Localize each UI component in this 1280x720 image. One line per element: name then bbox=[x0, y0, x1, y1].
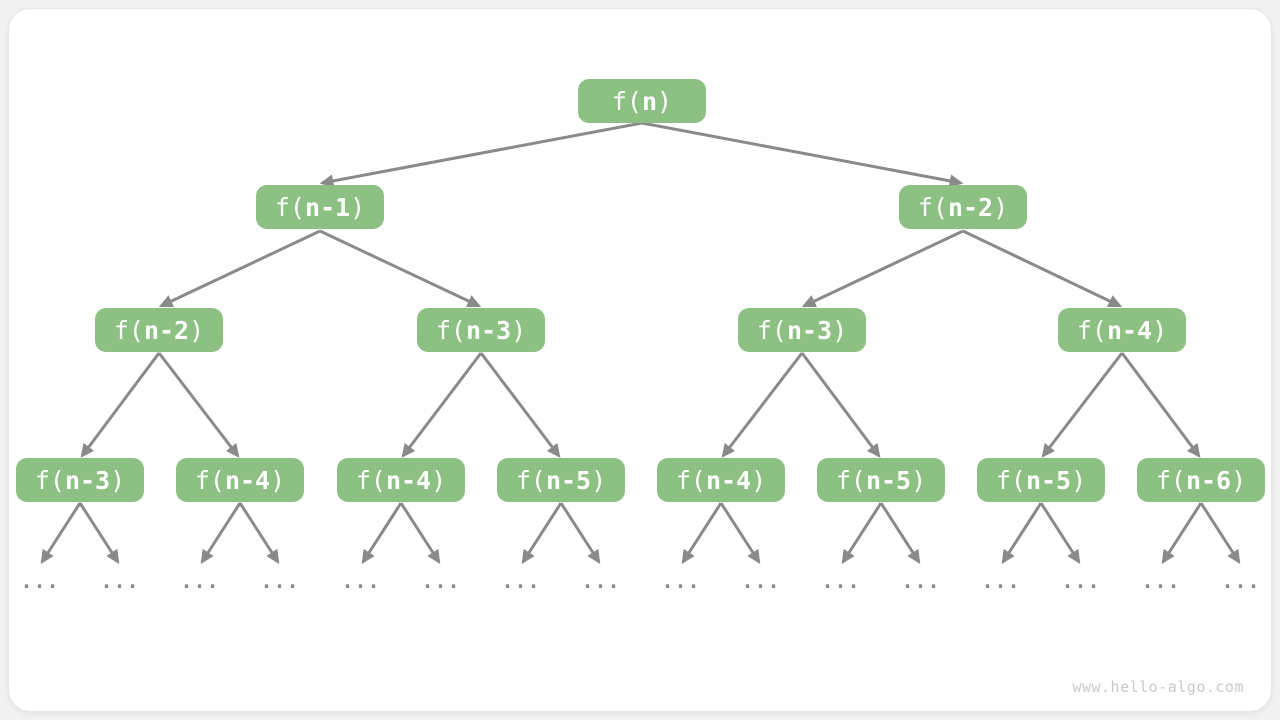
node-text-open: f( bbox=[515, 465, 546, 495]
ellipsis: ... bbox=[981, 569, 1021, 593]
ellipsis: ... bbox=[1141, 569, 1181, 593]
node-text-close: ) bbox=[511, 315, 527, 345]
tree-node: f(n-5) bbox=[497, 458, 625, 502]
node-text-open: f( bbox=[194, 465, 225, 495]
ellipsis: ... bbox=[581, 569, 621, 593]
ellipsis: ... bbox=[1061, 569, 1101, 593]
ellipsis: ... bbox=[341, 569, 381, 593]
node-text-open: f( bbox=[995, 465, 1026, 495]
tree-node: f(n-4) bbox=[337, 458, 465, 502]
ellipsis: ... bbox=[661, 569, 701, 593]
ellipsis: ... bbox=[260, 569, 300, 593]
tree-node: f(n-4) bbox=[176, 458, 304, 502]
node-text-open: f( bbox=[917, 192, 948, 222]
node-text-close: ) bbox=[1071, 465, 1087, 495]
node-text-open: f( bbox=[274, 192, 305, 222]
node-text-open: f( bbox=[113, 315, 144, 345]
node-text-arg: n-2 bbox=[143, 315, 190, 345]
node-text-close: ) bbox=[431, 465, 447, 495]
node-text-close: ) bbox=[350, 192, 366, 222]
ellipsis: ... bbox=[1221, 569, 1261, 593]
node-text-close: ) bbox=[189, 315, 205, 345]
node-text-open: f( bbox=[835, 465, 866, 495]
node-text-arg: n-4 bbox=[224, 465, 271, 495]
ellipsis: ... bbox=[421, 569, 461, 593]
tree-node: f(n-4) bbox=[657, 458, 785, 502]
node-text-arg: n-1 bbox=[304, 192, 351, 222]
node-text-arg: n-4 bbox=[385, 465, 432, 495]
node-text-arg: n-2 bbox=[947, 192, 994, 222]
node-text-arg: n-5 bbox=[545, 465, 592, 495]
node-text-arg: n-4 bbox=[1106, 315, 1153, 345]
tree-node: f(n) bbox=[578, 79, 706, 123]
ellipsis: ... bbox=[821, 569, 861, 593]
tree-node: f(n-3) bbox=[16, 458, 144, 502]
ellipsis: ... bbox=[901, 569, 941, 593]
node-text-arg: n-4 bbox=[705, 465, 752, 495]
node-text-arg: n-5 bbox=[1025, 465, 1072, 495]
node-text-close: ) bbox=[751, 465, 767, 495]
tree-node: f(n-2) bbox=[95, 308, 223, 352]
tree-node: f(n-5) bbox=[977, 458, 1105, 502]
tree-node: f(n-4) bbox=[1058, 308, 1186, 352]
node-text-arg: n-6 bbox=[1185, 465, 1232, 495]
node-text-open: f( bbox=[756, 315, 787, 345]
tree-node: f(n-3) bbox=[417, 308, 545, 352]
node-text-close: ) bbox=[591, 465, 607, 495]
tree-node: f(n-3) bbox=[738, 308, 866, 352]
ellipsis: ... bbox=[20, 569, 60, 593]
node-text-close: ) bbox=[911, 465, 927, 495]
ellipsis: ... bbox=[100, 569, 140, 593]
ellipsis: ... bbox=[741, 569, 781, 593]
node-text-open: f( bbox=[1155, 465, 1186, 495]
tree-node: f(n-1) bbox=[256, 185, 384, 229]
node-text-open: f( bbox=[1076, 315, 1107, 345]
node-text-open: f( bbox=[611, 86, 642, 116]
node-text-open: f( bbox=[435, 315, 466, 345]
node-text-close: ) bbox=[1231, 465, 1247, 495]
node-text-close: ) bbox=[270, 465, 286, 495]
ellipsis: ... bbox=[501, 569, 541, 593]
node-text-close: ) bbox=[110, 465, 126, 495]
node-text-arg: n-3 bbox=[786, 315, 833, 345]
node-text-open: f( bbox=[34, 465, 65, 495]
node-text-arg: n bbox=[641, 86, 658, 116]
watermark: www.hello-algo.com bbox=[1072, 678, 1244, 696]
node-text-arg: n-3 bbox=[465, 315, 512, 345]
node-text-close: ) bbox=[657, 86, 673, 116]
node-text-close: ) bbox=[993, 192, 1009, 222]
node-text-open: f( bbox=[355, 465, 386, 495]
tree-node: f(n-6) bbox=[1137, 458, 1265, 502]
node-text-arg: n-5 bbox=[865, 465, 912, 495]
node-text-open: f( bbox=[675, 465, 706, 495]
tree-node: f(n-5) bbox=[817, 458, 945, 502]
ellipsis: ... bbox=[180, 569, 220, 593]
node-text-close: ) bbox=[1152, 315, 1168, 345]
node-text-close: ) bbox=[832, 315, 848, 345]
node-text-arg: n-3 bbox=[64, 465, 111, 495]
tree-node: f(n-2) bbox=[899, 185, 1027, 229]
